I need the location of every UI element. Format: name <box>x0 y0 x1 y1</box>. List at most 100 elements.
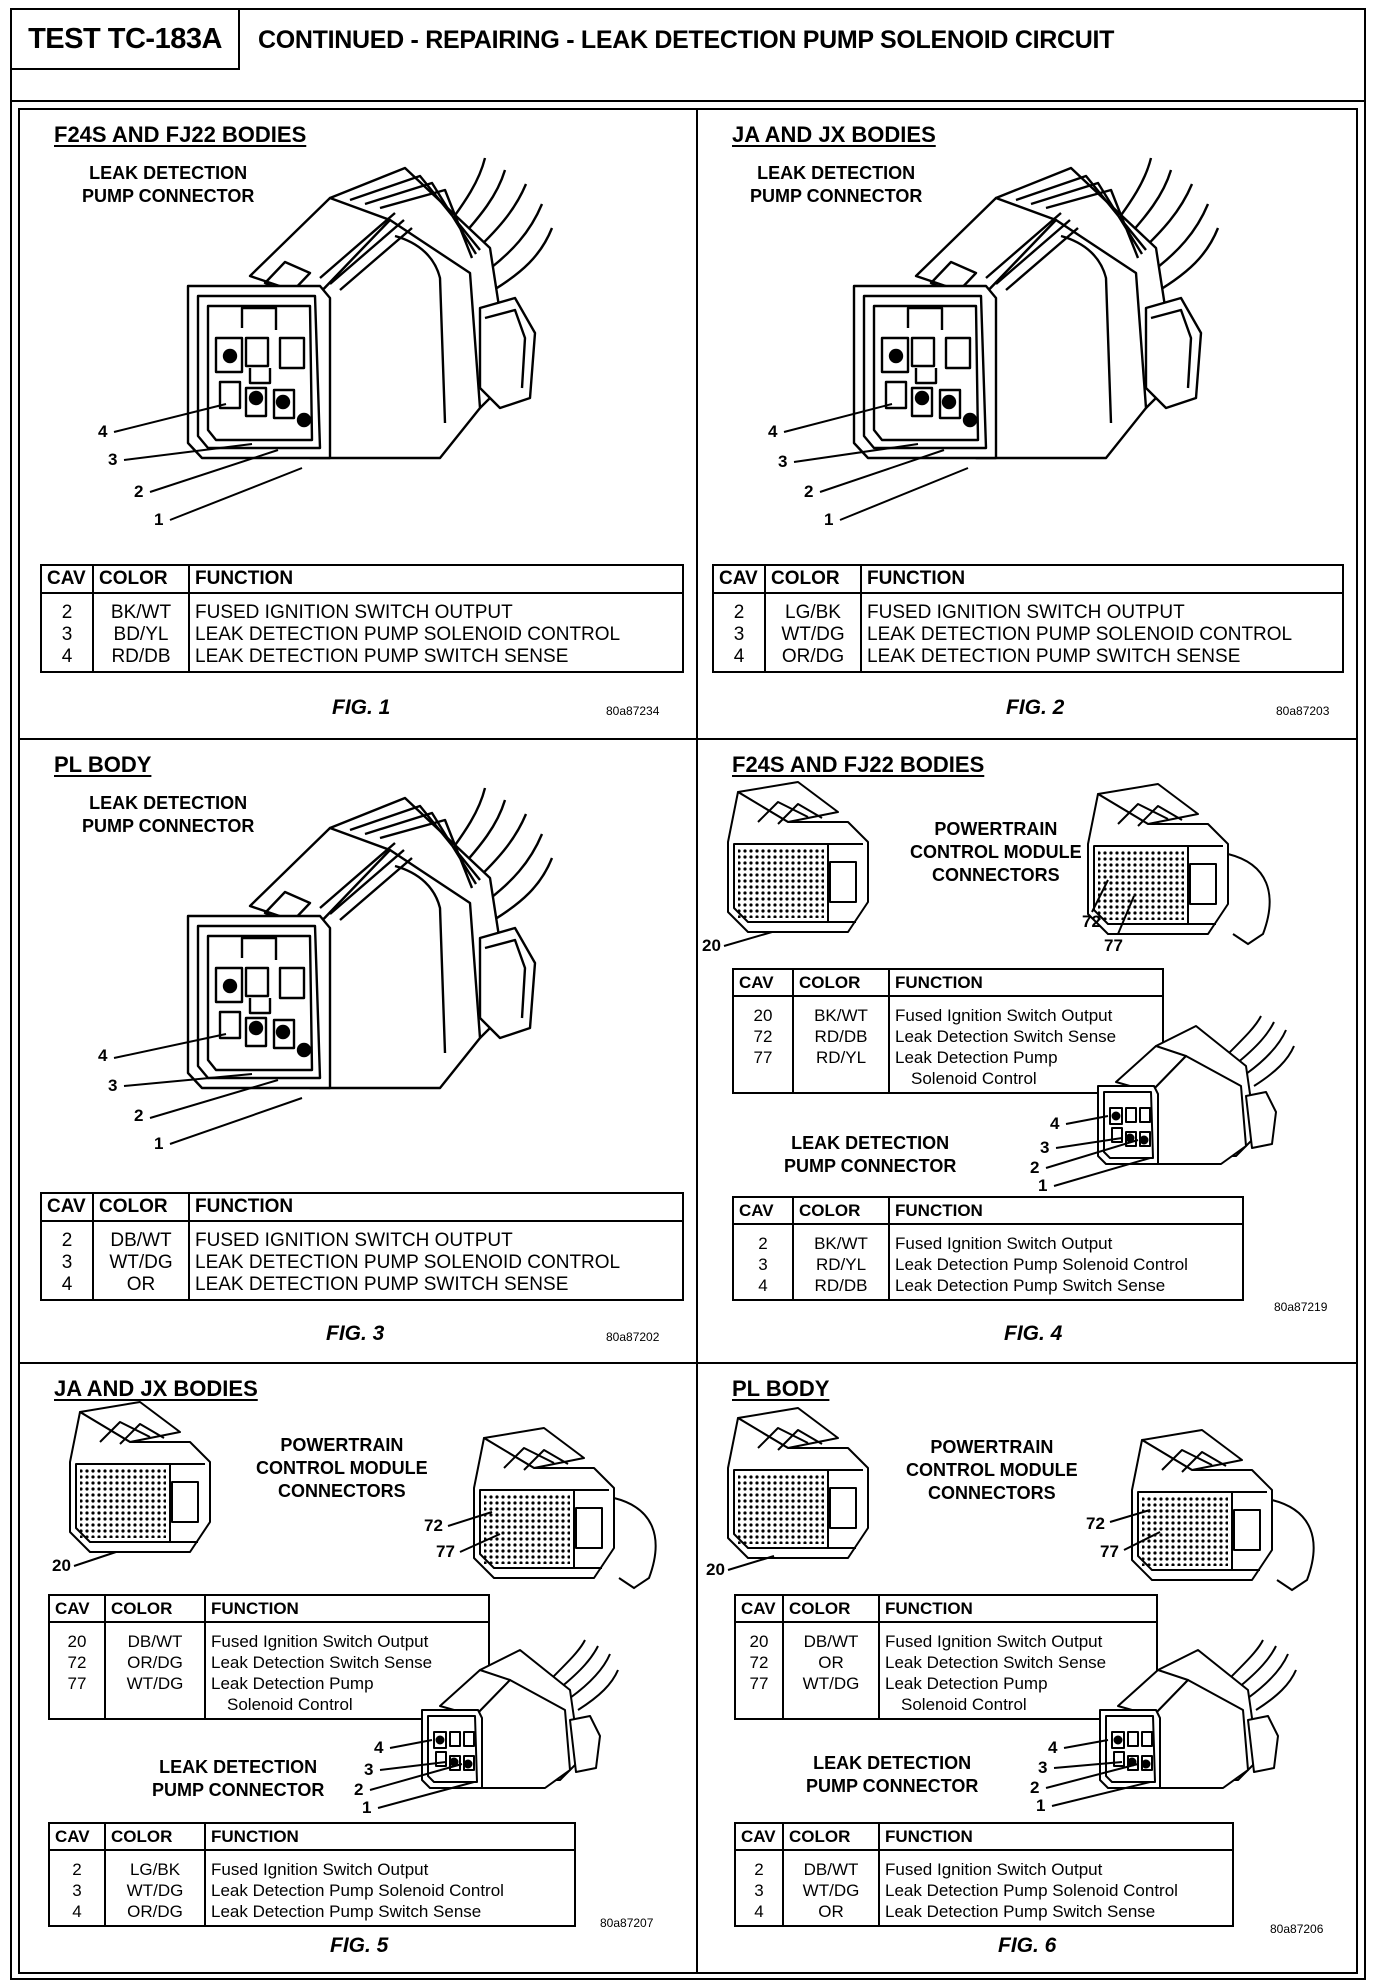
sheet-header: TEST TC-183A CONTINUED - REPAIRING - LEA… <box>12 10 1364 102</box>
pcm-label: POWERTRAIN CONTROL MODULE CONNECTORS <box>906 1437 1078 1503</box>
test-id-box: TEST TC-183A <box>12 10 240 70</box>
panel-title: JA AND JX BODIES <box>54 1376 258 1401</box>
part-number: 80a87202 <box>606 1330 660 1344</box>
part-number: 80a87207 <box>600 1916 654 1930</box>
connector-label: LEAK DETECTION PUMP CONNECTOR <box>82 163 255 206</box>
figure-label: FIG. 3 <box>326 1322 385 1345</box>
pcm-connector-left-drawing <box>727 1407 869 1559</box>
callout-cav-72: 72 <box>1086 1514 1105 1533</box>
panel-fig4: F24S AND FJ22 BODIES POWERTRAIN CONTROL … <box>696 738 1358 1364</box>
callout-cav-4: 4 <box>98 422 108 441</box>
pcm-label: POWERTRAIN CONTROL MODULE CONNECTORS <box>256 1435 428 1501</box>
callout-cav-3: 3 <box>108 450 118 469</box>
callout-cav-77: 77 <box>436 1542 455 1561</box>
callout-cav-3: 3 <box>1040 1138 1050 1157</box>
service-manual-sheet: TEST TC-183A CONTINUED - REPAIRING - LEA… <box>10 8 1366 1980</box>
callout-cav-72: 72 <box>1082 912 1101 931</box>
pcm-connector-right-drawing <box>1131 1429 1315 1592</box>
callout-cav-4: 4 <box>1048 1738 1058 1757</box>
figure-label: FIG. 4 <box>1004 1322 1063 1345</box>
pump-label: LEAK DETECTION PUMP CONNECTOR <box>152 1757 325 1800</box>
pcm-callout-leaders <box>723 879 1135 947</box>
callout-cav-1: 1 <box>154 510 164 529</box>
callout-cav-72: 72 <box>424 1516 443 1535</box>
callout-cav-77: 77 <box>1100 1542 1119 1561</box>
callout-leaders <box>783 403 969 521</box>
pump-callout-leaders <box>1045 1115 1151 1187</box>
panel-title: F24S AND FJ22 BODIES <box>54 122 307 147</box>
callout-cav-2: 2 <box>1030 1778 1040 1797</box>
pump-callout-leaders <box>369 1739 475 1809</box>
panel-fig5: JA AND JX BODIES POWERTRAIN CONTROL MODU… <box>18 1362 698 1974</box>
callout-cav-4: 4 <box>98 1046 108 1065</box>
panel-title: JA AND JX BODIES <box>732 122 936 147</box>
pcm-connector-left-drawing <box>727 781 869 933</box>
pump-label: LEAK DETECTION PUMP CONNECTOR <box>784 1133 957 1176</box>
figure-label: FIG. 2 <box>1006 696 1065 719</box>
callout-cav-2: 2 <box>134 1106 144 1125</box>
callout-cav-1: 1 <box>154 1134 164 1153</box>
pcm-connector-right-drawing <box>1087 783 1271 946</box>
callout-cav-2: 2 <box>1030 1158 1040 1177</box>
connector-label: LEAK DETECTION PUMP CONNECTOR <box>82 793 255 836</box>
callout-cav-3: 3 <box>364 1760 374 1779</box>
callout-cav-20: 20 <box>52 1556 71 1575</box>
callout-cav-2: 2 <box>134 482 144 501</box>
figure-label: FIG. 1 <box>332 696 391 719</box>
callout-cav-20: 20 <box>706 1560 725 1579</box>
pump-callout-leaders <box>1045 1739 1151 1807</box>
pcm-callout-leaders <box>727 1509 1161 1571</box>
callout-cav-20: 20 <box>702 936 721 955</box>
figure-label: FIG. 6 <box>998 1934 1057 1957</box>
panel-fig2: JA AND JX BODIES LEAK DETECTION PUMP CON… <box>696 108 1358 740</box>
callout-cav-4: 4 <box>374 1738 384 1757</box>
pcm-connector-right-drawing <box>473 1427 657 1590</box>
callout-cav-1: 1 <box>1038 1176 1048 1195</box>
figure-label: FIG. 5 <box>330 1934 389 1957</box>
callout-cav-4: 4 <box>768 422 778 441</box>
callout-leaders <box>113 403 303 521</box>
pump-label: LEAK DETECTION PUMP CONNECTOR <box>806 1753 979 1796</box>
connector-label: LEAK DETECTION PUMP CONNECTOR <box>750 163 923 206</box>
pcm-callout-leaders <box>73 1511 501 1567</box>
panel-title: PL BODY <box>54 752 152 777</box>
callout-cav-1: 1 <box>824 510 834 529</box>
panel-title: F24S AND FJ22 BODIES <box>732 752 985 777</box>
panel-fig1: F24S AND FJ22 BODIES LEAK DETECTION PUMP… <box>18 108 698 740</box>
callout-cav-1: 1 <box>1036 1796 1046 1815</box>
callout-cav-2: 2 <box>354 1780 364 1799</box>
